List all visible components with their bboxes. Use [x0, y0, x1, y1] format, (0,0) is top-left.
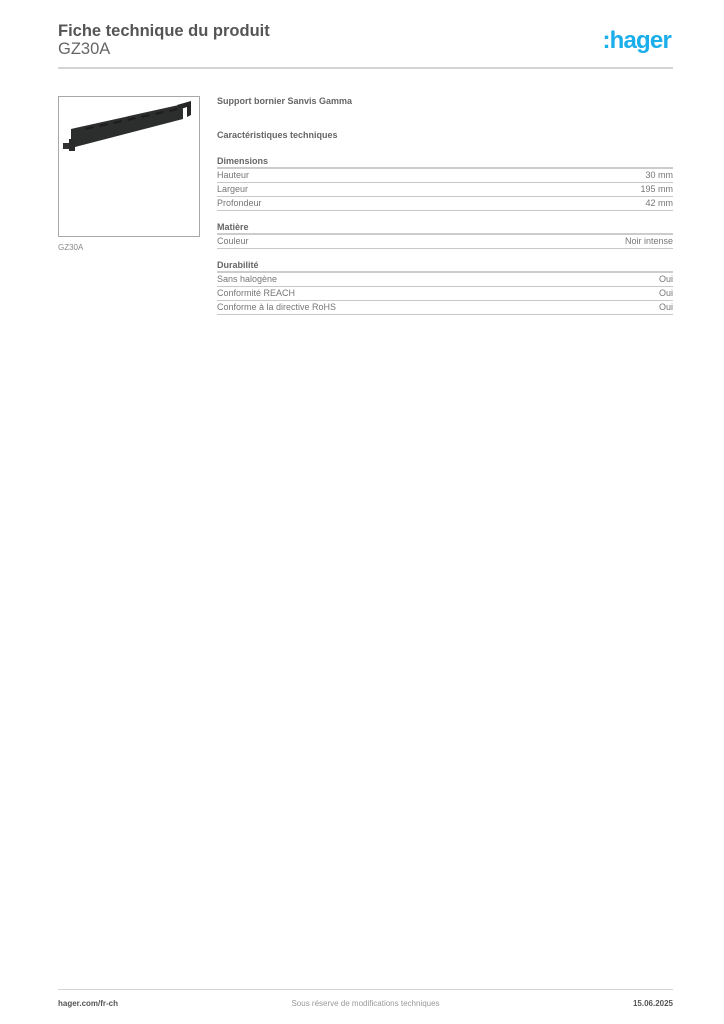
- spec-row: Sans halogène Oui: [217, 273, 673, 287]
- spec-row: Couleur Noir intense: [217, 235, 673, 249]
- technical-characteristics-heading: Caractéristiques techniques: [217, 130, 338, 140]
- product-reference: GZ30A: [58, 40, 111, 58]
- dimensions-group: Dimensions Hauteur 30 mm Largeur 195 mm …: [217, 155, 673, 211]
- product-name: Support bornier Sanvis Gamma: [217, 96, 353, 106]
- page-footer: hager.com/fr-ch Sous réserve de modifica…: [58, 998, 673, 1010]
- page-title: Fiche technique du produit: [58, 22, 270, 40]
- group-title: Dimensions: [217, 155, 673, 169]
- spec-label: Hauteur: [217, 170, 250, 180]
- spec-label: Largeur: [217, 184, 249, 194]
- spec-label: Profondeur: [217, 198, 262, 208]
- spec-label: Conforme à la directive RoHS: [217, 302, 337, 312]
- group-title: Matière: [217, 221, 673, 235]
- spec-value: Oui: [658, 274, 673, 284]
- website-link[interactable]: hager.com/fr-ch: [58, 999, 119, 1008]
- product-details: Support bornier Sanvis Gamma Caractérist…: [217, 95, 673, 325]
- hager-logo: :hager: [602, 27, 671, 54]
- spec-row: Conformité REACH Oui: [217, 287, 673, 301]
- spec-row: Conforme à la directive RoHS Oui: [217, 301, 673, 315]
- product-image: [58, 96, 200, 237]
- sustainability-group: Durabilité Sans halogène Oui Conformité …: [217, 259, 673, 315]
- spec-value: 30 mm: [645, 170, 673, 180]
- disclaimer: Sous réserve de modifications techniques: [291, 999, 440, 1008]
- spec-row: Largeur 195 mm: [217, 183, 673, 197]
- spec-row: Profondeur 42 mm: [217, 197, 673, 211]
- spec-value: Oui: [658, 302, 673, 312]
- footer-divider: [58, 989, 673, 990]
- header-divider: [58, 67, 673, 69]
- spec-row: Hauteur 30 mm: [217, 169, 673, 183]
- spec-value: Noir intense: [624, 236, 673, 246]
- spec-label: Couleur: [217, 236, 249, 246]
- spec-value: 42 mm: [645, 198, 673, 208]
- terminal-block-support-image: [63, 101, 191, 151]
- material-group: Matière Couleur Noir intense: [217, 221, 673, 249]
- image-caption: GZ30A: [58, 243, 84, 252]
- spec-value: 195 mm: [640, 184, 673, 194]
- spec-value: Oui: [658, 288, 673, 298]
- document-date: 15.06.2025: [632, 999, 673, 1008]
- spec-label: Sans halogène: [217, 274, 278, 284]
- page-header: Fiche technique du produit GZ30A :hager: [58, 20, 673, 70]
- spec-label: Conformité REACH: [217, 288, 296, 298]
- group-title: Durabilité: [217, 259, 673, 273]
